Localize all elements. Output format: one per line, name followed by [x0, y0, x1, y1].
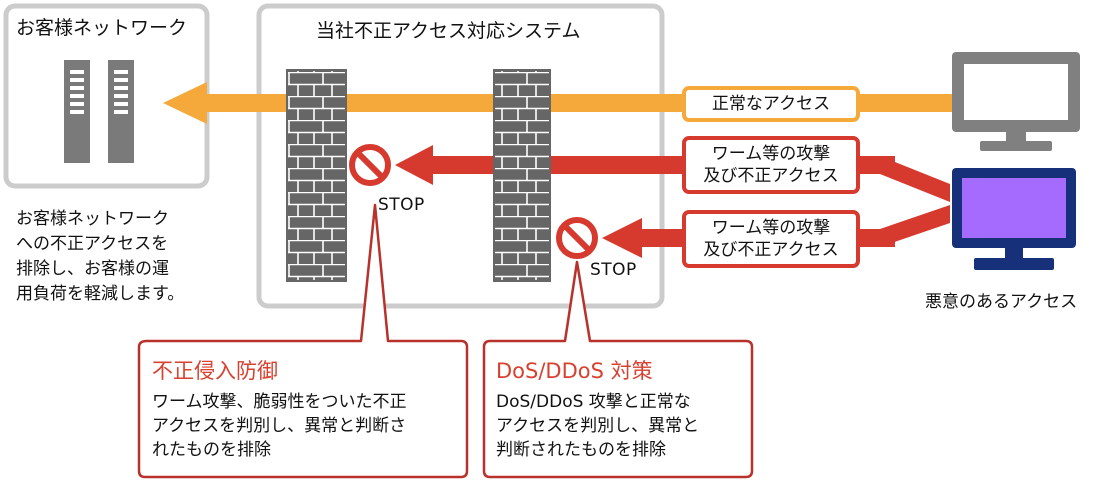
intrusion-prevention-title: 不正侵入防御: [152, 359, 278, 383]
normal-access-label: 正常なアクセス: [682, 86, 860, 122]
dos-protection-body: DoS/DDoS 攻撃と正常な アクセスを判別し、異常と 判断されたものを排除: [496, 392, 700, 460]
stop-sign-icon: [349, 144, 391, 186]
customer-network-title: お客様ネットワーク: [16, 17, 188, 39]
attack-label-2: ワーム等の攻撃 及び不正アクセス: [682, 210, 860, 268]
stop-label-1: STOP: [378, 195, 425, 215]
attack-label-1: ワーム等の攻撃 及び不正アクセス: [682, 136, 860, 194]
malicious-computer-icon: [952, 168, 1076, 270]
server-icon: [108, 60, 134, 163]
callout-intrusion-box: [137, 203, 469, 479]
intrusion-prevention-body: ワーム攻撃、脆弱性をついた不正 アクセスを判別し、異常と判断さ れたものを排除: [152, 392, 407, 460]
server-icon: [64, 60, 90, 163]
dos-protection-title: DoS/DDoS 対策: [496, 359, 653, 383]
stop-sign-icon: [556, 217, 598, 259]
callout-dos-box: [482, 260, 754, 479]
stop-label-2: STOP: [590, 260, 637, 280]
firewall-left-icon: [286, 69, 347, 282]
customer-network-description: お客様ネットワーク への不正アクセスを 排除し、お客様の運 用負荷を軽減します。: [16, 209, 185, 304]
malicious-access-label: 悪意のあるアクセス: [925, 292, 1078, 312]
firewall-right-icon: [493, 69, 551, 282]
normal-computer-icon: [952, 52, 1080, 151]
system-panel-title: 当社不正アクセス対応システム: [316, 20, 581, 42]
